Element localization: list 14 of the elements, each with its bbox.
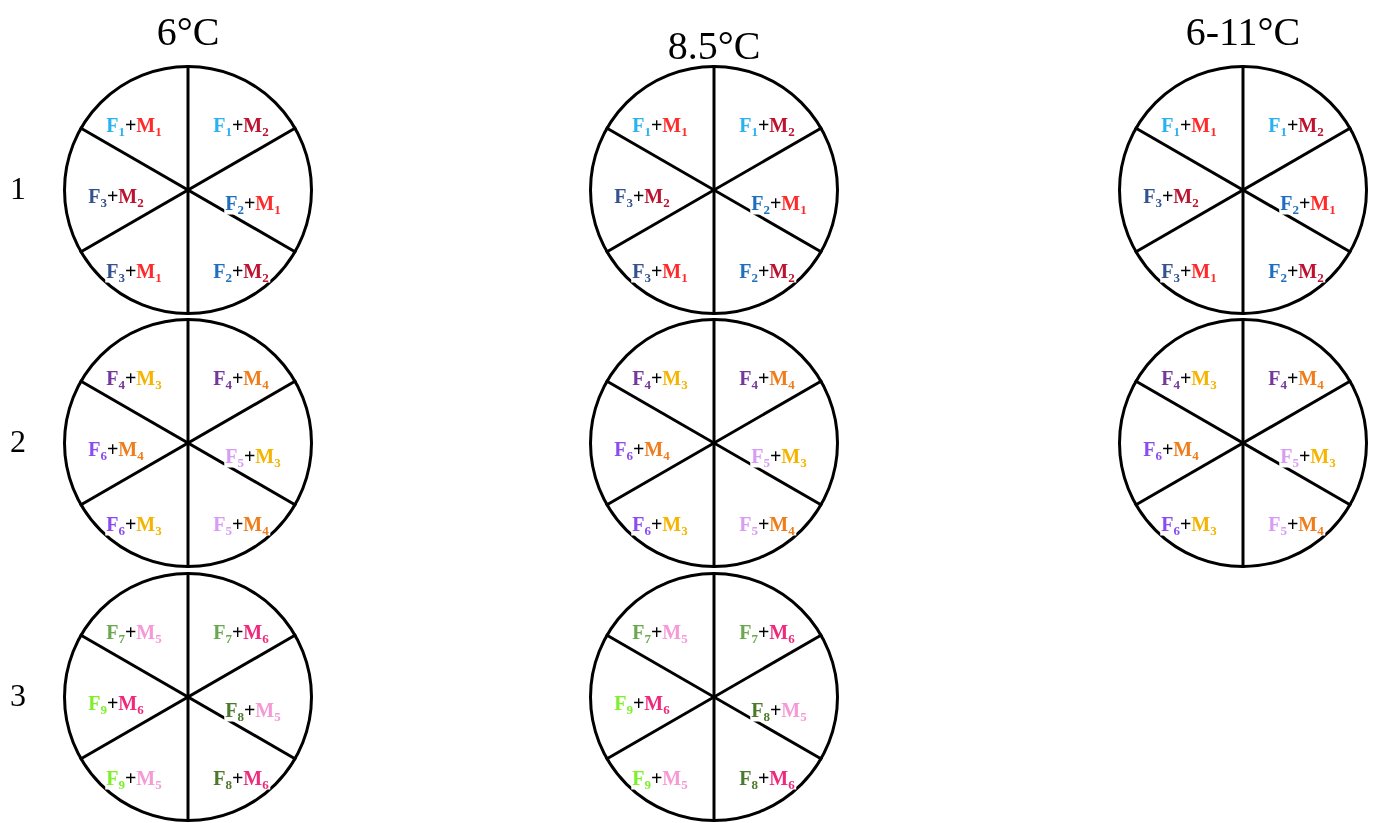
temperature-heading: 6°C xyxy=(156,8,220,55)
row-number: 2 xyxy=(10,423,26,460)
sector-circle xyxy=(589,318,839,568)
temperature-heading: 6-11°C xyxy=(1185,8,1301,55)
sector-circle xyxy=(63,65,313,315)
temperature-heading: 8.5°C xyxy=(667,22,761,69)
sector-circle xyxy=(589,572,839,822)
sector-circle xyxy=(589,65,839,315)
row-number: 3 xyxy=(10,677,26,714)
sector-circle xyxy=(1118,318,1368,568)
row-number: 1 xyxy=(10,170,26,207)
sector-circle xyxy=(63,572,313,822)
sector-circle xyxy=(1118,65,1368,315)
sector-circle xyxy=(63,318,313,568)
